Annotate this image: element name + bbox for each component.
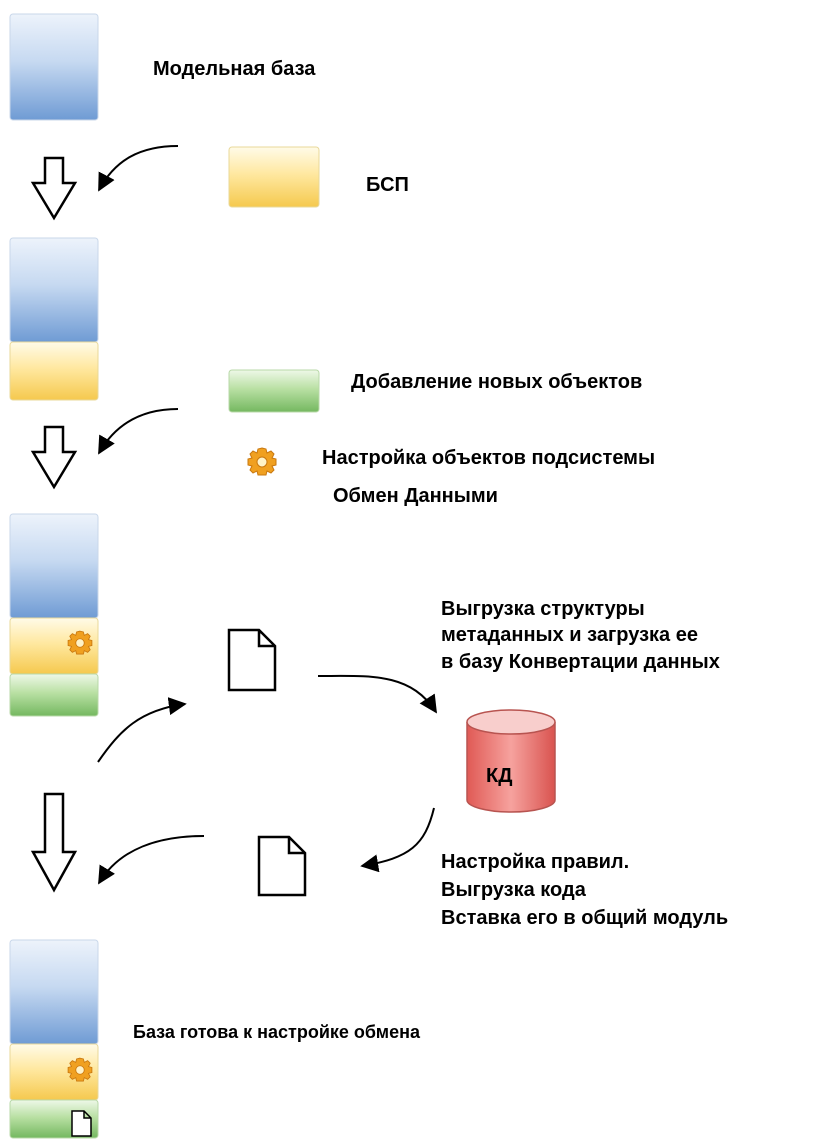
curved-arrow-icon <box>98 145 179 192</box>
document-icon <box>71 1110 92 1137</box>
bsp-block <box>228 146 320 208</box>
curved-arrow-icon <box>97 697 187 763</box>
label-export-line2: метаданных и загрузка ее <box>441 624 698 646</box>
new-objects-block <box>228 369 320 413</box>
gear-icon <box>247 447 277 476</box>
label-model-base: Модельная база <box>153 58 316 80</box>
gear-icon <box>67 1057 93 1082</box>
label-ready: База готова к настройке обмена <box>133 1022 420 1042</box>
label-rules-line3: Вставка его в общий модуль <box>441 907 729 929</box>
label-export-line3: в базу Конвертации данных <box>441 651 720 673</box>
document-icon <box>227 628 277 692</box>
curved-arrow-icon <box>317 674 437 714</box>
down-arrow-icon <box>30 425 78 490</box>
down-arrow-icon <box>30 156 78 221</box>
stack-base-ready <box>9 939 99 1139</box>
database-icon <box>466 709 556 813</box>
label-rules-line2: Выгрузка кода <box>441 879 586 901</box>
label-export-line1: Выгрузка структуры <box>441 598 645 620</box>
label-kd: КД <box>486 765 513 787</box>
stack-base-with-bsp <box>9 237 99 401</box>
label-setup-line1: Настройка объектов подсистемы <box>322 447 656 469</box>
curved-arrow-icon <box>360 807 435 873</box>
down-arrow-icon <box>30 792 78 893</box>
label-bsp: БСП <box>366 174 409 196</box>
curved-arrow-icon <box>98 835 205 885</box>
curved-arrow-icon <box>98 408 179 455</box>
document-icon <box>257 835 307 897</box>
label-setup-line2: Обмен Данными <box>333 485 498 507</box>
label-rules-line1: Настройка правил. <box>441 851 630 873</box>
label-add-objects: Добавление новых объектов <box>351 371 643 393</box>
gear-icon <box>67 630 93 655</box>
stack-model-base <box>9 13 99 121</box>
stack-base-configured <box>9 513 99 717</box>
